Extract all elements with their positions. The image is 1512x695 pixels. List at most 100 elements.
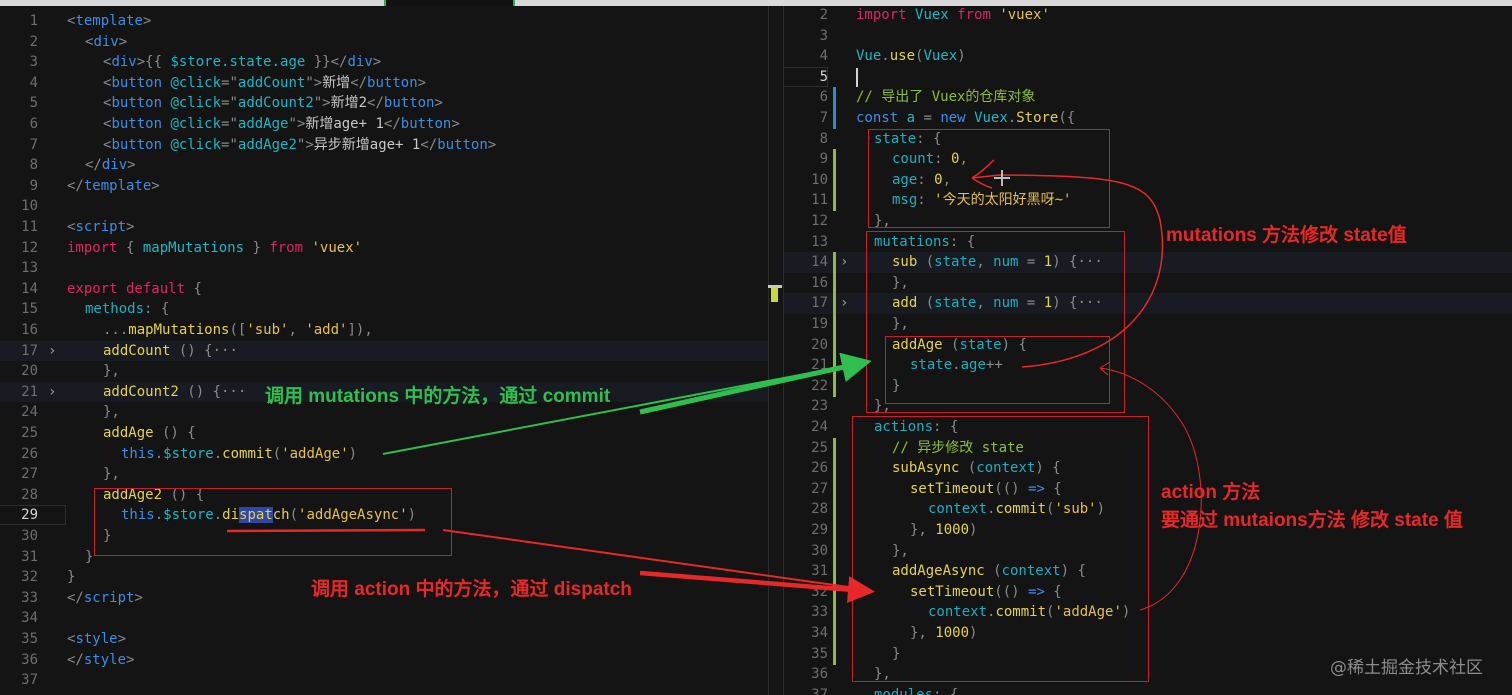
code-line[interactable]: 27}, [0,464,768,485]
line-number: 2 [29,33,38,50]
code-line[interactable]: 37 [0,670,768,691]
code-line[interactable]: 11<script> [0,217,768,238]
line-number: 35 [21,631,38,647]
code-line[interactable]: 34 [0,608,768,629]
code-text: setTimeout(() => { [910,480,1062,497]
code-text: <button @click="addAge2">异步新增age+ 1</but… [103,136,497,153]
code-text: <div>{{ $store.state.age }}</div> [103,54,382,71]
code-text: addAgeAsync (context) { [892,563,1086,580]
line-number: 6 [29,116,38,132]
git-change-marker [833,87,836,109]
code-line[interactable]: 6<button @click="addAge">新增age+ 1</butto… [0,114,768,135]
code-line[interactable]: 20}, [0,361,768,382]
code-text: addCount2 () {··· [103,383,247,400]
code-line[interactable]: 36}, [784,664,1512,685]
line-number: 13 [21,260,38,277]
code-text: }, [874,398,891,415]
line-number: 37 [811,686,828,695]
code-line[interactable]: 32} [0,567,768,588]
code-text: }, [892,316,909,332]
line-number: 9 [819,151,828,168]
code-line[interactable]: 4<button @click="addCount">新增</button> [0,73,768,94]
code-text: } [103,528,112,544]
code-text: <div> [85,33,128,50]
code-line[interactable]: 35<style> [0,629,768,650]
code-line[interactable]: 7<button @click="addAge2">异步新增age+ 1</bu… [0,135,768,156]
fold-chevron-icon[interactable]: › [48,342,57,359]
code-line[interactable]: 34}, 1000) [784,623,1512,644]
code-line[interactable]: 3<div>{{ $store.state.age }}</div> [0,52,768,73]
code-line[interactable]: 9 count: 0, [784,149,1512,171]
code-line[interactable]: 16...mapMutations(['sub', 'add']), [0,320,768,341]
git-change-marker [833,643,836,665]
left-editor-pane[interactable]: 1<template>2 <div> 3<div>{{ $store.state.a… [0,6,768,695]
code-line[interactable]: 33</script> [0,588,768,609]
code-text: }, [103,363,120,380]
line-number: 29 [811,522,828,538]
git-change-marker [833,437,836,459]
code-line[interactable]: 31} [0,547,768,568]
line-number: 17 [21,342,38,359]
dispatch-annotation: 调用 action 中的方法，通过 dispatch [311,579,632,600]
line-number: 22 [811,377,828,394]
code-line[interactable]: 2 <div> [0,32,768,53]
code-line[interactable]: 13 [0,258,768,279]
editor-split-divider[interactable] [768,6,784,695]
code-line[interactable]: 1<template> [0,11,768,32]
code-line[interactable]: 9</template> [0,176,768,197]
code-line[interactable]: 30} [0,526,768,547]
code-text: } [892,377,901,394]
git-change-marker [833,499,836,521]
git-change-marker [833,540,836,562]
git-change-marker [833,355,836,377]
state-highlight-box [868,129,1110,228]
line-number: 5 [29,95,38,112]
fold-chevron-icon[interactable]: › [840,295,849,312]
git-change-marker [833,334,836,356]
code-line[interactable]: 5 [784,66,1512,88]
code-line[interactable]: 36</style> [0,650,768,671]
line-number: 35 [811,645,828,662]
fold-chevron-icon[interactable]: › [48,383,57,400]
line-number: 5 [819,68,828,85]
code-text: count: 0, [892,151,968,168]
code-line[interactable]: 3 [784,26,1512,47]
fold-chevron-icon[interactable]: › [840,254,849,271]
line-number: 13 [811,233,828,250]
git-change-marker [833,520,836,541]
line-number: 36 [21,651,38,668]
line-number: 24 [21,404,38,421]
code-text: // 导出了 Vuex的仓库对象 [856,89,1036,106]
line-number: 28 [21,486,38,503]
code-line[interactable]: 24}, [0,402,768,423]
code-line[interactable]: 5<button @click="addCount2">新增2</button> [0,93,768,114]
code-line[interactable]: 35} [784,643,1512,665]
line-number: 21 [811,357,828,374]
code-line[interactable]: 19}, [784,314,1512,335]
code-line[interactable]: 10 [0,196,768,217]
code-line[interactable]: 16}, [784,272,1512,294]
code-line[interactable]: 12}, [784,211,1512,232]
line-number: 14 [811,254,828,271]
line-number: 3 [819,27,828,44]
code-line[interactable]: 17›addCount () {··· [0,340,768,362]
code-line[interactable]: 6// 导出了 Vuex的仓库对象 [784,87,1512,109]
code-text: <template> [67,13,152,29]
code-line[interactable]: 8</div> [0,155,768,176]
